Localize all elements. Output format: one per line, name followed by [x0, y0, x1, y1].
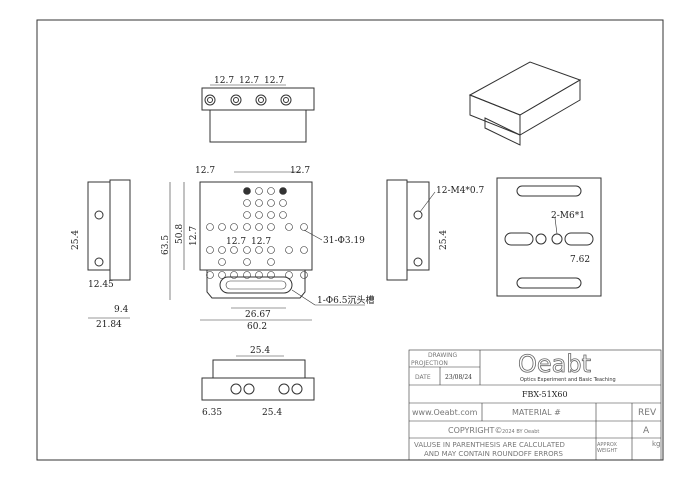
rev-label: REV — [638, 408, 657, 418]
website: www.Oeabt.com — [412, 408, 478, 417]
mounting-hole — [279, 187, 287, 195]
mounting-hole — [267, 246, 275, 254]
mounting-hole — [285, 223, 293, 231]
dim-label: 60.2 — [247, 322, 267, 332]
logo-tagline: Optics Experiment and Basic Teaching — [520, 377, 616, 383]
slot-callout: 1-Φ6.5沉头槽 — [317, 294, 374, 306]
mounting-hole — [255, 199, 263, 207]
title-block: DRAWING PROJECTION DATE 23/08/24 Oeabt O… — [408, 350, 662, 461]
mounting-hole — [243, 211, 251, 219]
mounting-hole — [206, 246, 214, 254]
note-line-1: VALUSE IN PARENTHESIS ARE CALCULATED — [414, 441, 565, 449]
date-value: 23/08/24 — [445, 374, 472, 381]
mounting-hole — [255, 223, 263, 231]
mounting-hole — [243, 187, 251, 195]
top-view: 12.7 12.7 12.7 — [201, 76, 315, 143]
mounting-hole — [255, 211, 263, 219]
mounting-hole — [243, 246, 251, 254]
dim-label: 12.7 — [195, 166, 215, 176]
mounting-hole — [243, 271, 251, 279]
mounting-hole — [267, 223, 275, 231]
mounting-hole — [255, 187, 263, 195]
dim-label: 21.84 — [96, 320, 122, 330]
mounting-hole — [267, 187, 275, 195]
mounting-hole — [243, 199, 251, 207]
note-line-2: AND MAY CONTAIN ROUNDOFF ERRORS — [424, 450, 564, 458]
mounting-hole — [230, 246, 238, 254]
dim-label: 12.7 — [226, 237, 246, 247]
copyright: COPYRIGHT© — [448, 426, 502, 435]
rev-value: A — [643, 426, 650, 436]
dim-label: 25.4 — [250, 346, 270, 356]
mounting-hole — [218, 258, 226, 266]
projection-label: PROJECTION — [411, 360, 448, 367]
drawing-label: DRAWING — [428, 352, 458, 359]
mounting-hole — [218, 246, 226, 254]
sheet-border — [36, 19, 664, 461]
dim-label: 12.7 — [251, 237, 271, 247]
mounting-hole — [230, 271, 238, 279]
right-view: 12-M4*0.7 25.4 — [386, 179, 485, 281]
mounting-hole — [255, 271, 263, 279]
approx-label: APPROX — [597, 442, 618, 448]
dim-label: 26.67 — [245, 310, 271, 320]
dim-label: 12.45 — [88, 280, 114, 290]
copyright-small: 2024 BY Oeabt — [502, 429, 539, 435]
dim-label: 63.5 — [161, 235, 171, 255]
material: MATERIAL # — [512, 408, 561, 417]
weight-unit: kg — [652, 440, 661, 448]
mounting-hole — [218, 271, 226, 279]
back-view: 2-M6*1 7.62 — [496, 177, 602, 297]
dim-label: 25.4 — [439, 230, 449, 250]
dim-label: 25.4 — [71, 230, 81, 250]
thread-callout: 2-M6*1 — [551, 211, 585, 221]
mounting-hole — [285, 271, 293, 279]
weight-label: WEIGHT — [597, 448, 618, 454]
dim-label: 25.4 — [262, 408, 282, 418]
dim-label: 12.7 — [214, 76, 234, 86]
hole-callout: 31-Φ3.19 — [323, 236, 365, 246]
mounting-hole — [267, 258, 275, 266]
mounting-hole — [300, 271, 308, 279]
mounting-hole — [267, 271, 275, 279]
mounting-hole — [206, 271, 214, 279]
mounting-hole — [218, 223, 226, 231]
mounting-hole — [300, 246, 308, 254]
mounting-hole — [267, 199, 275, 207]
thread-callout: 12-M4*0.7 — [436, 186, 485, 196]
date-label: DATE — [415, 374, 431, 381]
dim-label: 7.62 — [570, 255, 590, 265]
part-number: FBX-51X60 — [522, 390, 568, 399]
dim-label: 12.7 — [239, 76, 259, 86]
dim-label: 6.35 — [202, 408, 222, 418]
mounting-hole — [285, 246, 293, 254]
mounting-hole — [230, 223, 238, 231]
left-view: 25.4 12.45 9.4 21.84 — [71, 179, 131, 330]
mounting-hole — [255, 246, 263, 254]
mounting-hole — [267, 211, 275, 219]
dim-label: 50.8 — [175, 224, 185, 244]
dim-label: 12.7 — [290, 166, 310, 176]
mounting-hole — [279, 199, 287, 207]
mounting-hole — [300, 223, 308, 231]
mounting-hole — [206, 223, 214, 231]
mounting-hole — [279, 211, 287, 219]
isometric-view — [468, 61, 582, 146]
bottom-view: 25.4 6.35 25.4 — [201, 346, 315, 418]
mounting-hole — [243, 223, 251, 231]
mounting-hole — [243, 258, 251, 266]
dim-label: 9.4 — [114, 305, 129, 315]
logo: Oeabt — [518, 350, 591, 378]
dim-label: 12.7 — [189, 226, 199, 246]
front-view: 12.7 12.7 63.5 50.8 12.7 12.7 12.7 31-Φ3… — [161, 166, 374, 332]
dim-label: 12.7 — [264, 76, 284, 86]
